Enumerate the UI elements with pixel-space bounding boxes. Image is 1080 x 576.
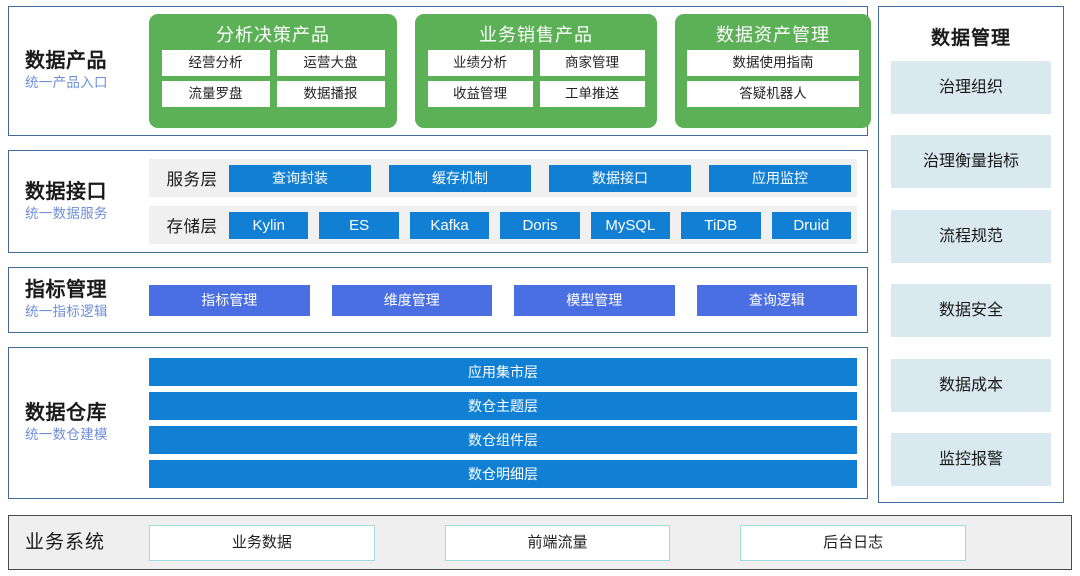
product-card-data-asset-management[interactable]: 数据资产管理 数据使用指南 答疑机器人	[675, 14, 871, 128]
layer-label-data-warehouse: 数据仓库 统一数仓建模	[19, 401, 149, 445]
product-item[interactable]: 经营分析	[161, 50, 270, 76]
business-system-item[interactable]: 后台日志	[740, 524, 967, 561]
product-item[interactable]: 流量罗盘	[161, 81, 270, 107]
storage-item[interactable]: MySQL	[590, 211, 671, 239]
sidebar-item-data-security[interactable]: 数据安全	[891, 284, 1051, 338]
service-layer-items: 查询封装 缓存机制 数据接口 应用监控	[229, 164, 851, 192]
layer-label-metrics-management: 指标管理 统一指标逻辑	[19, 278, 149, 322]
product-card-business-sales[interactable]: 业务销售产品 业绩分析 商家管理 收益管理 工单推送	[415, 14, 657, 128]
layer-subtitle: 统一数据服务	[25, 205, 108, 221]
product-card-title: 业务销售产品	[479, 25, 593, 45]
storage-item[interactable]: Kafka	[409, 211, 490, 239]
storage-layer-label: 存储层	[166, 218, 218, 236]
service-item[interactable]: 查询封装	[229, 164, 371, 192]
layer-panel-data-warehouse: 数据仓库 统一数仓建模 应用集市层 数仓主题层 数仓组件层 数仓明细层	[8, 347, 868, 499]
layer-label-data-interface: 数据接口 统一数据服务	[19, 180, 149, 224]
layer-panel-data-interface: 数据接口 统一数据服务 服务层 查询封装 缓存机制 数据接口 应用监控 存储层	[8, 150, 868, 253]
left-column: 数据产品 统一产品入口 分析决策产品 经营分析 运营大盘 流量罗盘 数据播报	[8, 6, 871, 570]
product-card-title: 数据资产管理	[716, 25, 830, 45]
layer-label-data-products: 数据产品 统一产品入口	[19, 49, 149, 93]
storage-item[interactable]: TiDB	[681, 211, 761, 239]
service-item[interactable]: 缓存机制	[389, 164, 531, 192]
product-item[interactable]: 业绩分析	[427, 50, 533, 76]
layer-body-data-warehouse: 应用集市层 数仓主题层 数仓组件层 数仓明细层	[149, 358, 857, 488]
business-system-item[interactable]: 业务数据	[149, 524, 375, 561]
product-card-title: 分析决策产品	[216, 25, 330, 45]
service-layer-strip: 服务层 查询封装 缓存机制 数据接口 应用监控	[149, 159, 857, 197]
product-item[interactable]: 收益管理	[427, 81, 533, 107]
service-item[interactable]: 数据接口	[549, 164, 691, 192]
layer-title: 指标管理	[25, 279, 107, 302]
metrics-item[interactable]: 维度管理	[331, 284, 492, 316]
product-item[interactable]: 运营大盘	[276, 50, 385, 76]
sidebar-item-process-standard[interactable]: 流程规范	[891, 209, 1051, 263]
layer-panel-metrics-management: 指标管理 统一指标逻辑 指标管理 维度管理 模型管理 查询逻辑	[8, 267, 868, 333]
product-card-row: 分析决策产品 经营分析 运营大盘 流量罗盘 数据播报 业务销售产品 业绩分析 商…	[149, 14, 871, 128]
product-item[interactable]: 工单推送	[539, 81, 645, 107]
warehouse-layer-item[interactable]: 数仓主题层	[149, 392, 857, 420]
layer-label-business-system: 业务系统	[19, 531, 149, 555]
sidebar-data-management: 数据管理 治理组织 治理衡量指标 流程规范 数据安全 数据成本 监控报警	[878, 6, 1064, 503]
storage-item[interactable]: Druid	[771, 211, 851, 239]
storage-item[interactable]: Doris	[500, 211, 580, 239]
layer-subtitle: 统一产品入口	[25, 75, 108, 91]
service-item[interactable]: 应用监控	[709, 164, 851, 192]
layer-subtitle: 统一数仓建模	[25, 427, 108, 443]
sidebar-item-data-cost[interactable]: 数据成本	[891, 358, 1051, 412]
sidebar-item-list: 治理组织 治理衡量指标 流程规范 数据安全 数据成本 监控报警	[891, 61, 1051, 492]
layer-body-metrics-management: 指标管理 维度管理 模型管理 查询逻辑	[149, 284, 857, 316]
layer-subtitle: 统一指标逻辑	[25, 304, 108, 320]
storage-item[interactable]: Kylin	[229, 211, 309, 239]
business-system-items: 业务数据 前端流量 后台日志	[149, 524, 1061, 561]
layer-body-data-interface: 服务层 查询封装 缓存机制 数据接口 应用监控 存储层 Kylin ES Kaf…	[149, 159, 857, 244]
sidebar-item-governance-metrics[interactable]: 治理衡量指标	[891, 135, 1051, 189]
product-item[interactable]: 答疑机器人	[687, 81, 859, 107]
storage-layer-items: Kylin ES Kafka Doris MySQL TiDB Druid	[229, 211, 851, 239]
metrics-item[interactable]: 模型管理	[514, 284, 675, 316]
product-card-items: 业绩分析 商家管理 收益管理 工单推送	[427, 50, 645, 107]
product-card-items: 数据使用指南 答疑机器人	[687, 50, 859, 107]
storage-item[interactable]: ES	[319, 211, 399, 239]
layer-panel-data-products: 数据产品 统一产品入口 分析决策产品 经营分析 运营大盘 流量罗盘 数据播报	[8, 6, 871, 136]
metrics-item[interactable]: 指标管理	[149, 284, 310, 316]
warehouse-layer-stack: 应用集市层 数仓主题层 数仓组件层 数仓明细层	[149, 358, 857, 488]
business-system-item[interactable]: 前端流量	[444, 524, 671, 561]
metrics-item[interactable]: 查询逻辑	[696, 284, 857, 316]
storage-layer-strip: 存储层 Kylin ES Kafka Doris MySQL TiDB Drui…	[149, 206, 857, 244]
metrics-item-row: 指标管理 维度管理 模型管理 查询逻辑	[149, 284, 857, 316]
sidebar-item-monitoring-alert[interactable]: 监控报警	[891, 432, 1051, 486]
layer-title: 业务系统	[25, 531, 106, 553]
warehouse-layer-item[interactable]: 应用集市层	[149, 358, 857, 386]
product-item[interactable]: 数据播报	[276, 81, 385, 107]
layer-title: 数据接口	[25, 180, 107, 203]
layer-body-data-products: 分析决策产品 经营分析 运营大盘 流量罗盘 数据播报 业务销售产品 业绩分析 商…	[149, 14, 871, 128]
product-item[interactable]: 商家管理	[539, 50, 645, 76]
service-layer-label: 服务层	[166, 171, 218, 189]
sidebar-title: 数据管理	[930, 28, 1011, 49]
sidebar-item-governance-org[interactable]: 治理组织	[891, 61, 1051, 114]
warehouse-layer-item[interactable]: 数仓明细层	[149, 460, 857, 488]
product-card-analysis-decision[interactable]: 分析决策产品 经营分析 运营大盘 流量罗盘 数据播报	[149, 14, 397, 128]
warehouse-layer-item[interactable]: 数仓组件层	[149, 426, 857, 454]
product-card-items: 经营分析 运营大盘 流量罗盘 数据播报	[161, 50, 385, 107]
product-item[interactable]: 数据使用指南	[687, 50, 859, 76]
layer-title: 数据仓库	[25, 402, 107, 425]
layer-title: 数据产品	[25, 50, 107, 73]
layer-panel-business-system: 业务系统 业务数据 前端流量 后台日志	[8, 515, 1072, 570]
